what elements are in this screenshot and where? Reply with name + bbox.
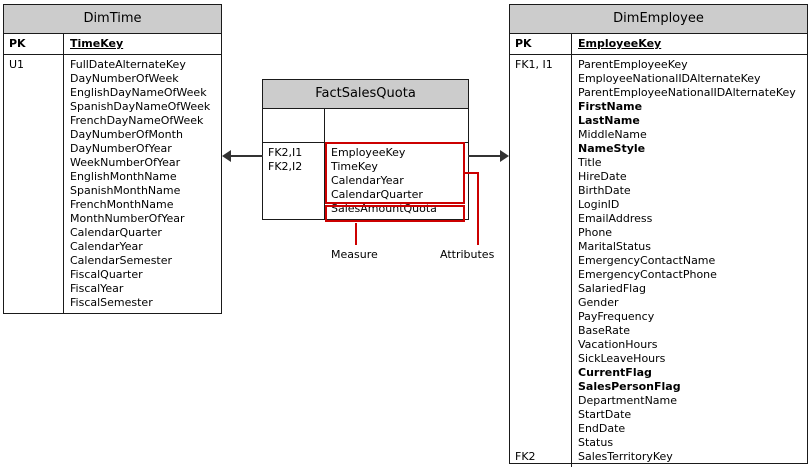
entity-title-dim-time: DimTime — [4, 5, 221, 34]
field-row: CalendarYear — [331, 174, 404, 187]
field-row: DayNumberOfYear — [70, 142, 172, 155]
pk-field-column: TimeKey — [64, 34, 221, 54]
field-row: FiscalSemester — [70, 296, 153, 309]
key-label-column: FK2,I1 FK2,I2 — [263, 143, 325, 219]
pk-field-name: TimeKey — [70, 37, 124, 50]
field-row: FullDateAlternateKey — [70, 58, 186, 71]
pk-label-column: PK — [4, 34, 64, 54]
entity-dim-time[interactable]: DimTime PK TimeKey U1 FullDateAlternateK… — [3, 4, 222, 314]
field-row: SalesAmountQuota — [331, 202, 437, 215]
field-row: SpanishMonthName — [70, 184, 181, 197]
key-line-top: FK1, I1 — [515, 58, 553, 71]
field-row: FirstName — [578, 100, 643, 113]
relationship-line-time — [230, 155, 263, 157]
field-row: BirthDate — [578, 184, 631, 197]
pk-section-dim-employee: PK EmployeeKey — [510, 34, 807, 55]
pk-section-fact-sales-quota — [263, 109, 468, 143]
pk-label: PK — [9, 37, 26, 50]
field-row: StartDate — [578, 408, 632, 421]
field-row: FiscalQuarter — [70, 268, 143, 281]
entity-fact-sales-quota[interactable]: FactSalesQuota FK2,I1 FK2,I2 EmployeeKey… — [262, 79, 469, 220]
field-row: BaseRate — [578, 324, 631, 337]
field-row: EnglishMonthName — [70, 170, 177, 183]
field-row: EmailAddress — [578, 212, 653, 225]
relationship-line-employee — [468, 155, 502, 157]
key-line: FK2,I2 — [268, 160, 303, 173]
field-row: EmergencyContactPhone — [578, 268, 717, 281]
key-label-column: U1 — [4, 55, 64, 313]
key-line: U1 — [9, 58, 25, 71]
field-row: FrenchDayNameOfWeek — [70, 114, 204, 127]
field-row: EmployeeKey — [331, 146, 406, 159]
field-row: MiddleName — [578, 128, 647, 141]
key-line: FK2,I1 — [268, 146, 303, 159]
field-row: EmployeeNationalIDAlternateKey — [578, 72, 761, 85]
pk-label: PK — [515, 37, 532, 50]
key-line-spacer — [515, 72, 571, 450]
field-row: PayFrequency — [578, 310, 655, 323]
measure-annotation-label: Measure — [331, 248, 378, 261]
field-row: Title — [578, 156, 602, 169]
field-row: SpanishDayNameOfWeek — [70, 100, 211, 113]
key-label-column: FK1, I1 FK2 — [510, 55, 572, 467]
entity-dim-employee[interactable]: DimEmployee PK EmployeeKey FK1, I1 FK2 P… — [509, 4, 808, 467]
attributes-annotation-label: Attributes — [440, 248, 495, 261]
field-row: MonthNumberOfYear — [70, 212, 185, 225]
field-row: FiscalYear — [70, 282, 124, 295]
field-row: ParentEmployeeKey — [578, 58, 688, 71]
field-row: EmergencyContactName — [578, 254, 716, 267]
field-row: SalesTerritoryKey — [578, 450, 673, 463]
field-row: CurrentFlag — [578, 366, 652, 379]
relationship-arrow-employee-icon — [500, 150, 509, 162]
field-row: Gender — [578, 296, 619, 309]
field-row: NameStyle — [578, 142, 646, 155]
field-row: SalariedFlag — [578, 282, 646, 295]
measure-field-list: SalesAmountQuota — [331, 202, 464, 216]
field-row: Phone — [578, 226, 613, 239]
pk-field-name: EmployeeKey — [578, 37, 662, 50]
attributes-leader-line-horizontal — [464, 172, 479, 174]
field-row: SalesPersonFlag — [578, 380, 681, 393]
entity-title-fact-sales-quota: FactSalesQuota — [263, 80, 468, 109]
field-row: HireDate — [578, 170, 627, 183]
field-row: LoginID — [578, 198, 620, 211]
field-row: CalendarYear — [70, 240, 143, 253]
field-row: Status — [578, 436, 614, 449]
key-line-bottom: FK2 — [515, 450, 536, 463]
field-row: TimeKey — [331, 160, 378, 173]
measure-leader-line — [355, 223, 357, 245]
field-row: DayNumberOfWeek — [70, 72, 179, 85]
entity-title-dim-employee: DimEmployee — [510, 5, 807, 34]
field-row: MaritalStatus — [578, 240, 651, 253]
relationship-arrow-time-icon — [222, 150, 231, 162]
field-row: VacationHours — [578, 338, 658, 351]
pk-label-column — [263, 109, 325, 142]
field-row: SickLeaveHours — [578, 352, 666, 365]
field-row: FrenchMonthName — [70, 198, 174, 211]
field-row: EnglishDayNameOfWeek — [70, 86, 207, 99]
pk-label-column: PK — [510, 34, 572, 54]
field-row: EndDate — [578, 422, 626, 435]
pk-field-column: EmployeeKey — [572, 34, 807, 54]
field-row: LastName — [578, 114, 640, 127]
field-row: DepartmentName — [578, 394, 678, 407]
field-row: WeekNumberOfYear — [70, 156, 181, 169]
pk-section-dim-time: PK TimeKey — [4, 34, 221, 55]
attributes-leader-line-vertical — [477, 172, 479, 245]
pk-field-column — [325, 109, 468, 142]
field-row: ParentEmployeeNationalIDAlternateKey — [578, 86, 796, 99]
field-row: DayNumberOfMonth — [70, 128, 183, 141]
field-row: CalendarQuarter — [70, 226, 162, 239]
field-row: CalendarSemester — [70, 254, 173, 267]
field-row: CalendarQuarter — [331, 188, 423, 201]
